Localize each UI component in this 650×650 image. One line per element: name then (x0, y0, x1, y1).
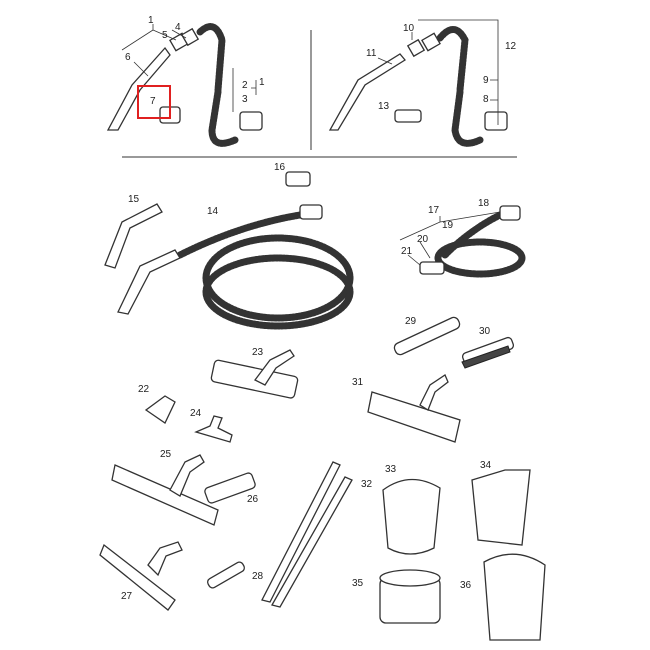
label-18[interactable]: 18 (478, 198, 490, 209)
label-28[interactable]: 28 (252, 571, 264, 582)
label-32[interactable]: 32 (361, 479, 373, 490)
label-10[interactable]: 10 (403, 23, 415, 34)
label-25[interactable]: 25 (160, 449, 172, 460)
label-12[interactable]: 12 (505, 41, 517, 52)
label-17[interactable]: 17 (428, 205, 440, 216)
label-34[interactable]: 34 (480, 460, 492, 471)
label-27[interactable]: 27 (121, 591, 133, 602)
label-24[interactable]: 24 (190, 408, 202, 419)
label-15[interactable]: 15 (128, 194, 140, 205)
part-34-paper-bag (471, 469, 531, 546)
label-33[interactable]: 33 (385, 464, 397, 475)
part-23-floor-nozzle (210, 349, 299, 399)
part-26-insert (204, 472, 256, 504)
part-22-crevice-tool (144, 395, 176, 424)
part-15-wand (104, 203, 163, 269)
leader-lines (121, 19, 501, 266)
highlight-box-part-7[interactable] (137, 85, 171, 119)
part-35-cartridge-filter (379, 569, 441, 624)
label-20[interactable]: 20 (417, 234, 429, 245)
label-36[interactable]: 36 (460, 580, 472, 591)
label-19[interactable]: 19 (442, 220, 454, 231)
part-30-brush (461, 336, 515, 369)
part-labels: 1 4 5 6 7 2 1 3 10 11 12 9 8 13 16 15 14… (121, 15, 517, 602)
label-1b[interactable]: 1 (259, 77, 265, 88)
part-33-filter-bag (382, 478, 441, 555)
label-14[interactable]: 14 (207, 206, 219, 217)
label-1[interactable]: 1 (148, 15, 154, 26)
part-36-filter-bag (483, 553, 546, 641)
hose-14 (117, 204, 354, 330)
part-27-nozzle (99, 541, 183, 611)
label-7[interactable]: 7 (150, 96, 156, 107)
label-23[interactable]: 23 (252, 347, 264, 358)
part-28-adapter (206, 561, 246, 589)
label-11[interactable]: 11 (366, 48, 377, 59)
label-6[interactable]: 6 (125, 52, 131, 63)
part-24-small-nozzle (194, 415, 233, 443)
label-13[interactable]: 13 (378, 101, 390, 112)
hose-18 (419, 205, 526, 278)
part-32-extension-tubes (261, 461, 353, 608)
label-2[interactable]: 2 (242, 80, 248, 91)
hose-set-right (328, 26, 508, 147)
part-25-floor-tool (111, 454, 219, 526)
part-16-adapter (285, 171, 311, 187)
label-30[interactable]: 30 (479, 326, 491, 337)
part-31-wide-nozzle (367, 374, 461, 443)
label-35[interactable]: 35 (352, 578, 364, 589)
label-3[interactable]: 3 (242, 94, 248, 105)
label-8[interactable]: 8 (483, 94, 489, 105)
label-22[interactable]: 22 (138, 384, 150, 395)
label-21[interactable]: 21 (401, 246, 413, 257)
label-16[interactable]: 16 (274, 162, 286, 173)
label-31[interactable]: 31 (352, 377, 364, 388)
label-29[interactable]: 29 (405, 316, 417, 327)
label-26[interactable]: 26 (247, 494, 259, 505)
label-9[interactable]: 9 (483, 75, 489, 86)
part-29-extension (393, 316, 461, 356)
label-4[interactable]: 4 (175, 22, 181, 33)
